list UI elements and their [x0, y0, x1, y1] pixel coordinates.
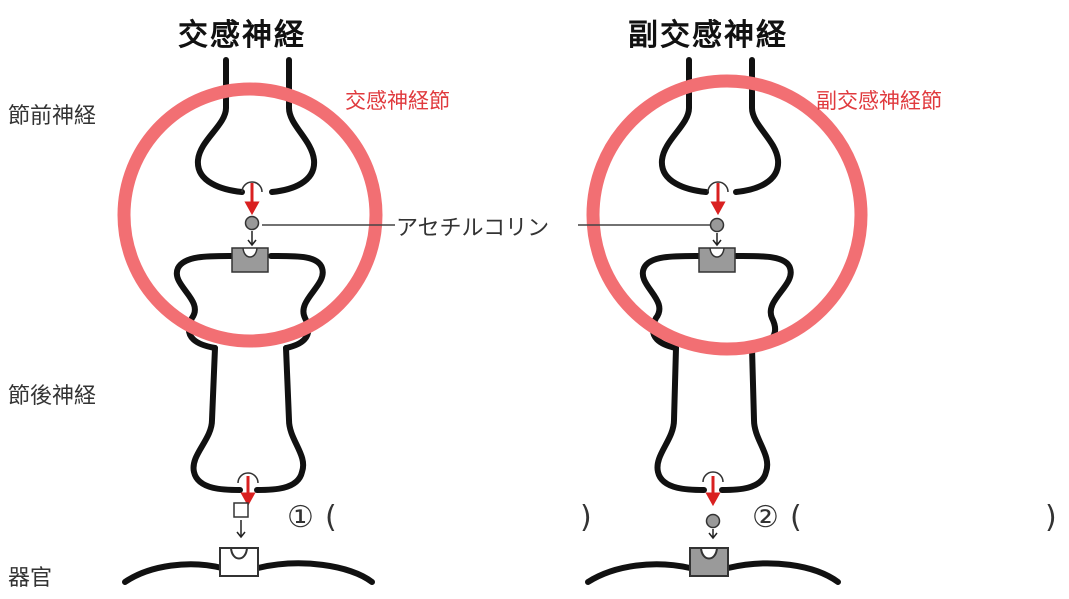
blank-1-open-paren: (	[325, 500, 337, 535]
blank-1-close-paren: )	[580, 500, 592, 535]
sympathetic-title: 交感神経	[178, 18, 306, 53]
para-ach-molecule	[709, 217, 725, 233]
postganglionic-label: 節後神経	[8, 384, 97, 409]
preganglionic-label: 節前神経	[8, 104, 97, 129]
organ-label: 器官	[8, 566, 53, 591]
sym-ganglion-receptor	[231, 247, 269, 273]
para-post-small-arrow	[708, 529, 718, 540]
para-post-axon-right	[719, 345, 771, 493]
para-post-axon-left	[654, 345, 707, 493]
sym-transmitter-square	[233, 502, 249, 518]
para-organ-receptor	[689, 547, 729, 577]
sym-organ-receptor	[219, 547, 259, 577]
acetylcholine-label: アセチルコリン	[395, 210, 551, 242]
sym-post-small-arrow	[236, 520, 246, 539]
para-ganglion-receptor	[698, 247, 736, 273]
para-post-arrowhead	[705, 492, 721, 507]
para-release-site	[707, 181, 729, 193]
sym-post-axon-right	[254, 345, 307, 493]
sym-post-release-site	[237, 472, 259, 484]
para-pre-axon-right	[733, 57, 782, 195]
para-pre-axon-left	[658, 57, 709, 195]
sympathetic-ganglion-circle	[117, 82, 383, 348]
para-transmitter-circle	[705, 513, 721, 529]
blank-1-number: ①	[287, 500, 314, 535]
para-pre-arrowhead	[710, 201, 726, 216]
sym-post-top	[173, 252, 239, 351]
sym-release-site	[241, 181, 263, 193]
sym-post-axon-left	[190, 345, 243, 493]
blank-2-number: ②	[752, 500, 779, 535]
sym-post-arrowhead	[240, 492, 256, 507]
parasympathetic-ganglion-circle	[586, 74, 868, 356]
parasympathetic-ganglion-label: 副交感神経節	[816, 89, 942, 113]
parasympathetic-title: 副交感神経	[628, 18, 788, 53]
sym-ach-molecule	[244, 215, 260, 231]
sym-pre-arrowhead	[244, 201, 260, 216]
sym-pre-small-arrow	[247, 231, 257, 247]
para-post-release-site	[702, 471, 724, 483]
sym-organ	[122, 560, 375, 585]
blank-2-open-paren: (	[790, 500, 802, 535]
para-post-top	[639, 252, 706, 351]
sym-pre-axon-right	[269, 57, 318, 195]
sym-pre-axon-left	[194, 57, 245, 195]
blank-2-close-paren: )	[1045, 500, 1057, 535]
sympathetic-ganglion-label: 交感神経節	[345, 89, 450, 113]
para-organ	[585, 560, 841, 585]
sym-post-top-right	[268, 252, 326, 351]
para-pre-small-arrow	[712, 233, 722, 247]
